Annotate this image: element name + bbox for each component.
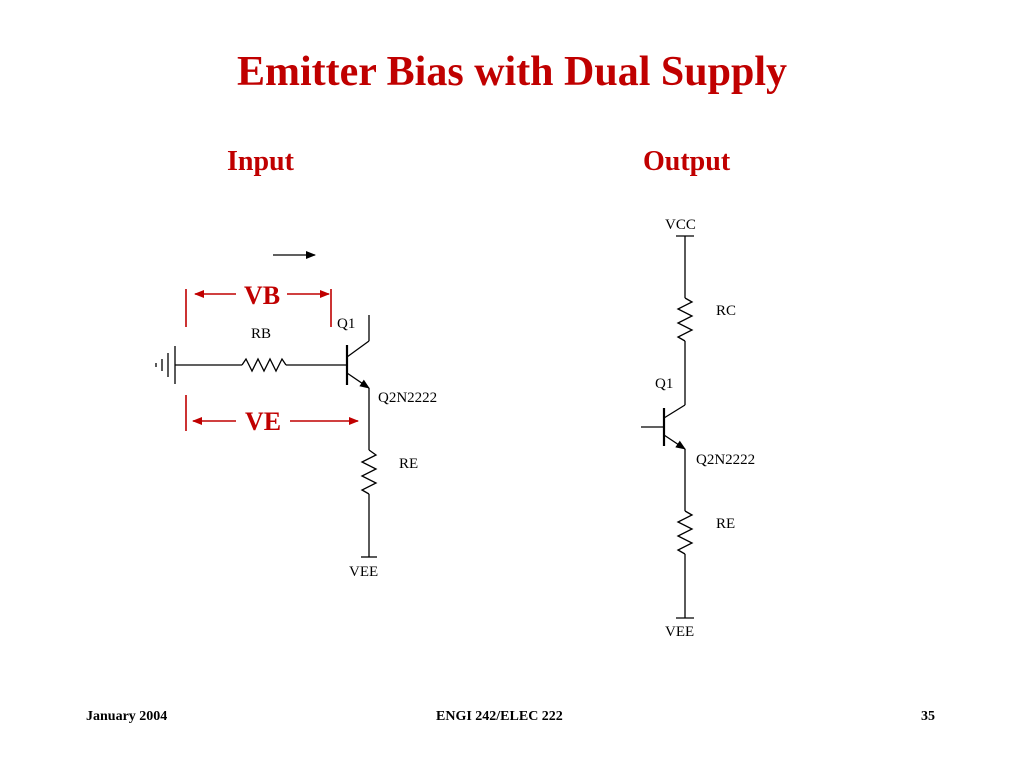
vee-label: VEE <box>349 564 378 580</box>
rb-resistor <box>241 357 287 373</box>
ve-label: VE <box>245 407 281 436</box>
re-label-output: RE <box>716 516 735 532</box>
transistor-label: Q2N2222 <box>378 390 437 406</box>
rb-label: RB <box>251 326 271 342</box>
q1-label: Q1 <box>337 316 355 332</box>
rc-resistor <box>676 297 694 342</box>
transistor-label-output: Q2N2222 <box>696 452 755 468</box>
ground-symbol <box>155 346 176 384</box>
transistor-q1 <box>345 315 370 450</box>
re-resistor-output <box>676 510 694 555</box>
footer-page-number: 35 <box>921 709 935 724</box>
output-heading: Output <box>643 146 731 177</box>
slide-title: Emitter Bias with Dual Supply <box>237 49 787 95</box>
output-circuit: VCC RC Q1 Q2N2222 RE VEE <box>641 217 755 640</box>
q1-label-output: Q1 <box>655 376 673 392</box>
re-resistor <box>360 449 378 495</box>
rc-label: RC <box>716 303 736 319</box>
re-label: RE <box>399 456 418 472</box>
footer-date: January 2004 <box>86 709 168 724</box>
vee-label-output: VEE <box>665 624 694 640</box>
vb-label: VB <box>244 281 280 310</box>
input-circuit: VB VE RB Q1 Q2N2222 RE VEE <box>155 251 437 580</box>
vcc-label: VCC <box>665 217 696 233</box>
input-heading: Input <box>227 146 294 177</box>
transistor-q1-output <box>641 404 686 511</box>
footer-course: ENGI 242/ELEC 222 <box>436 709 563 724</box>
